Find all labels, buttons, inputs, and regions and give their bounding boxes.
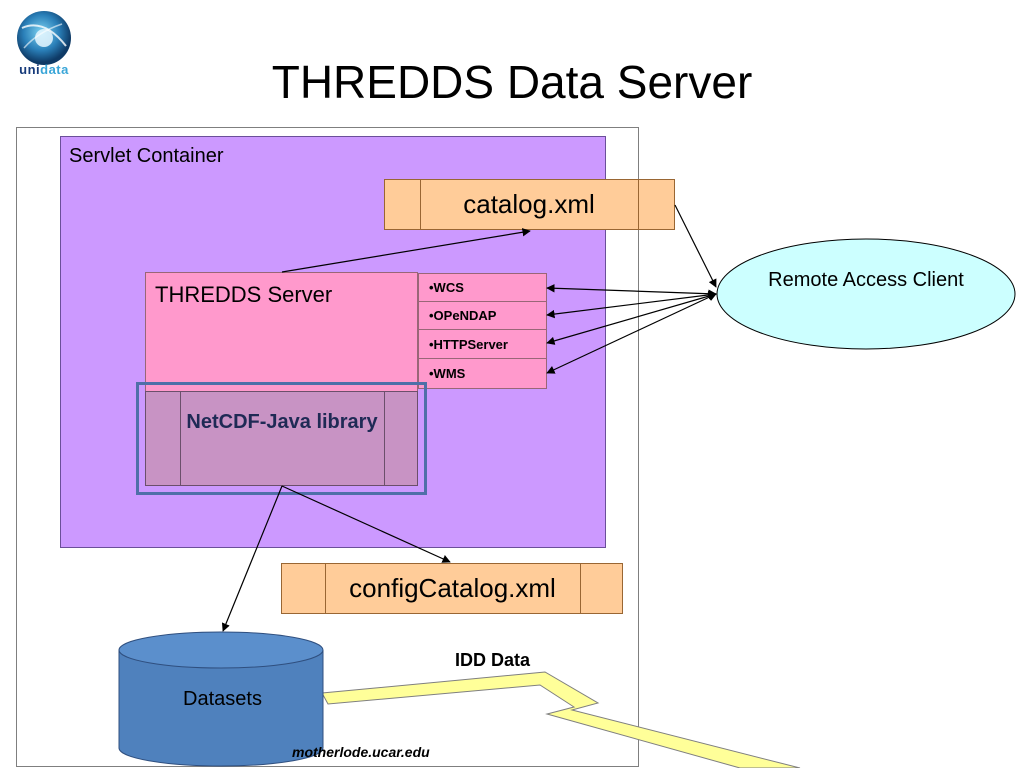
arrow-client-wms bbox=[546, 293, 717, 374]
server-host-frame bbox=[16, 127, 639, 767]
config-divider-left bbox=[325, 563, 326, 614]
config-catalog-file-box bbox=[281, 563, 623, 614]
netcdf-library-label: NetCDF-Java library bbox=[186, 411, 378, 433]
catalog-file-label: catalog.xml bbox=[463, 189, 595, 219]
unidata-logo-icon bbox=[17, 11, 71, 65]
arrow-library-to-datasets bbox=[221, 485, 283, 632]
host-name-label: motherlode.ucar.edu bbox=[292, 744, 430, 760]
catalog-divider-left bbox=[420, 179, 421, 230]
idd-data-label: IDD Data bbox=[455, 650, 531, 670]
arrow-client-opendap bbox=[546, 290, 717, 319]
datasets-label: Datasets bbox=[183, 688, 262, 710]
unidata-logo-text: unidata bbox=[19, 62, 69, 77]
arrow-catalog-to-client bbox=[674, 204, 717, 288]
config-catalog-file-label: configCatalog.xml bbox=[349, 573, 556, 603]
idd-lightning-shape bbox=[321, 671, 801, 768]
catalog-divider-right bbox=[638, 179, 639, 230]
remote-client-label: Remote Access Client bbox=[768, 269, 964, 291]
service-opendap: •OPeNDAP bbox=[418, 301, 547, 330]
arrow-thredds-to-catalog bbox=[281, 228, 531, 273]
library-divider-left bbox=[180, 391, 181, 486]
thredds-server-label: THREDDS Server bbox=[155, 282, 333, 307]
service-wms: •WMS bbox=[418, 358, 547, 389]
servlet-container-label: Servlet Container bbox=[69, 145, 224, 167]
library-divider-right bbox=[384, 391, 385, 486]
arrow-client-wcs bbox=[546, 284, 717, 298]
arrow-client-httpserver bbox=[546, 292, 717, 345]
netcdf-library-highlight bbox=[136, 382, 427, 495]
datasets-cylinder bbox=[118, 631, 324, 767]
remote-client-ellipse bbox=[716, 238, 1016, 350]
slide-title: THREDDS Data Server bbox=[271, 56, 753, 108]
service-httpserver: •HTTPServer bbox=[418, 329, 547, 359]
config-divider-right bbox=[580, 563, 581, 614]
netcdf-library-box bbox=[145, 391, 418, 486]
thredds-server-box bbox=[145, 272, 418, 392]
arrow-library-to-config bbox=[281, 485, 451, 563]
